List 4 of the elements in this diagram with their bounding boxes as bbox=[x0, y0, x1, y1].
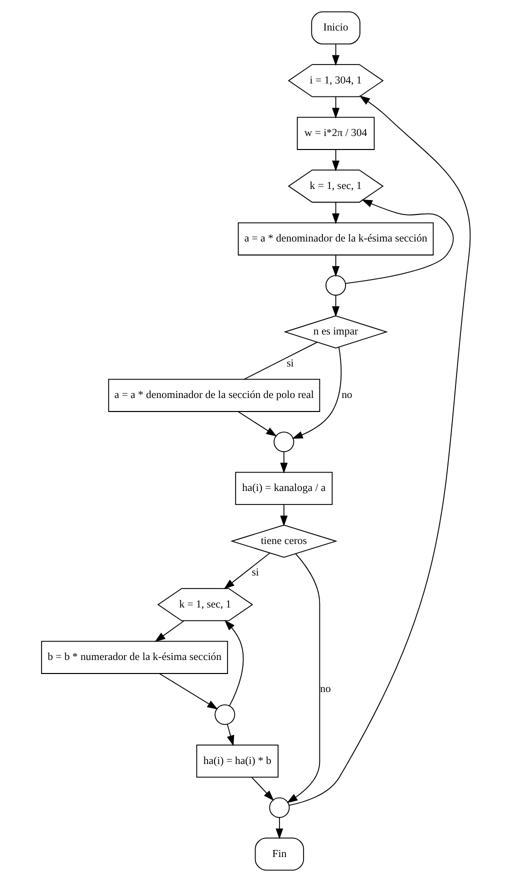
edge-label: no bbox=[342, 389, 352, 402]
edge-label: si bbox=[252, 566, 259, 579]
edge-label: no bbox=[320, 682, 331, 695]
edge-label: si bbox=[286, 357, 294, 370]
